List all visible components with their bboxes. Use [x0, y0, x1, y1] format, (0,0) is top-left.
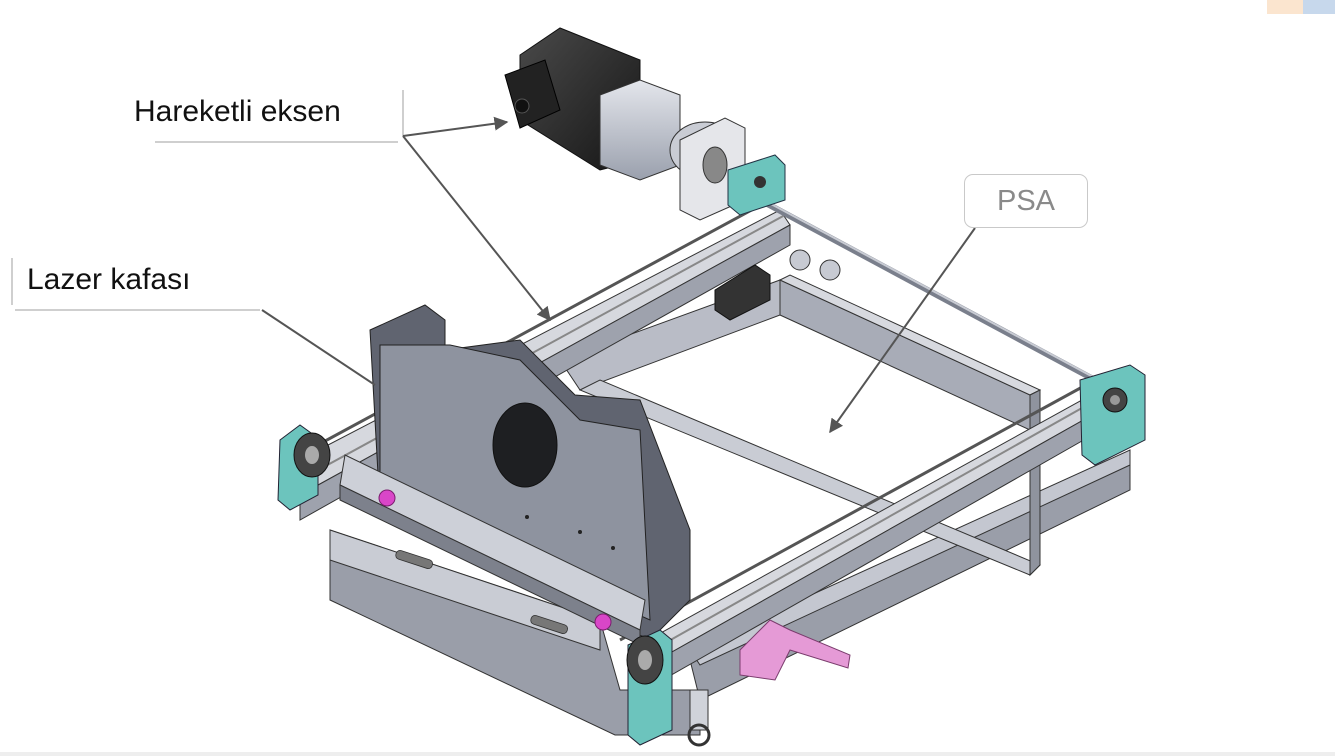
corner-accent-blue — [1303, 0, 1335, 14]
label-psa: PSA — [996, 184, 1056, 217]
label-moving-axis: Hareketli eksen — [134, 95, 341, 128]
corner-accent-orange — [1267, 0, 1303, 14]
teal-bracket-right — [1079, 364, 1146, 466]
annotation-lines — [11, 90, 976, 434]
bottom-strip — [0, 752, 1335, 756]
magenta-knob-upper — [378, 489, 396, 507]
laser-carriage-rail — [339, 454, 646, 646]
teal-bracket-left — [277, 424, 331, 511]
drive-shaft — [758, 197, 1097, 383]
pink-handle — [739, 619, 851, 681]
magenta-knob-lower — [594, 613, 612, 631]
teal-bracket-front — [626, 629, 673, 746]
bottom-eyelet — [687, 689, 711, 747]
teal-bracket-top — [727, 154, 786, 216]
cable-clamp — [714, 249, 841, 321]
label-laser-head: Lazer kafası — [27, 263, 191, 296]
laser-head — [369, 304, 691, 641]
motor-assembly — [504, 27, 746, 221]
right-linear-rail — [619, 378, 1111, 691]
psa-callout-box: PSA — [964, 174, 1088, 228]
